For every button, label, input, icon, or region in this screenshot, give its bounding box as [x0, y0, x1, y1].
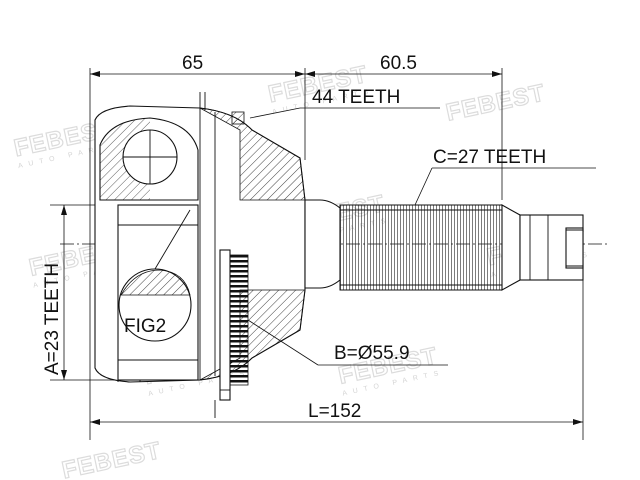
dimension-65: 65: [90, 53, 305, 77]
watermark-logo: FEBEST: [444, 79, 548, 126]
ball-cage: [99, 117, 199, 201]
dimension-label-65: 65: [182, 53, 203, 74]
dimension-60-5: 60.5: [305, 53, 502, 77]
figure-label: FIG2: [124, 316, 166, 337]
dimension-length: L=152: [90, 401, 583, 425]
stem-neck: [304, 199, 341, 289]
abs-ring: [214, 249, 249, 418]
outer-teeth-label: 44 TEETH: [312, 87, 400, 108]
dimension-label-60-5: 60.5: [380, 53, 417, 74]
splined-shaft: [339, 204, 503, 291]
inner-teeth-label: A=23 TEETH: [42, 263, 63, 375]
leader-44-teeth: 44 TEETH: [249, 87, 440, 119]
shaft-teeth-label: C=27 TEETH: [433, 147, 546, 168]
leader-27-teeth: C=27 TEETH: [414, 147, 596, 206]
shaft-tip: [501, 204, 584, 291]
ring-diameter-label: B=Ø55.9: [334, 343, 410, 364]
fig2-detail: FIG2: [118, 209, 192, 342]
watermark-logo: FEBEST: [60, 437, 164, 480]
top-tab: [199, 92, 245, 125]
dimension-inner-teeth: A=23 TEETH: [42, 205, 67, 380]
length-label: L=152: [308, 401, 361, 422]
leader-ring-diameter: B=Ø55.9: [247, 319, 448, 366]
